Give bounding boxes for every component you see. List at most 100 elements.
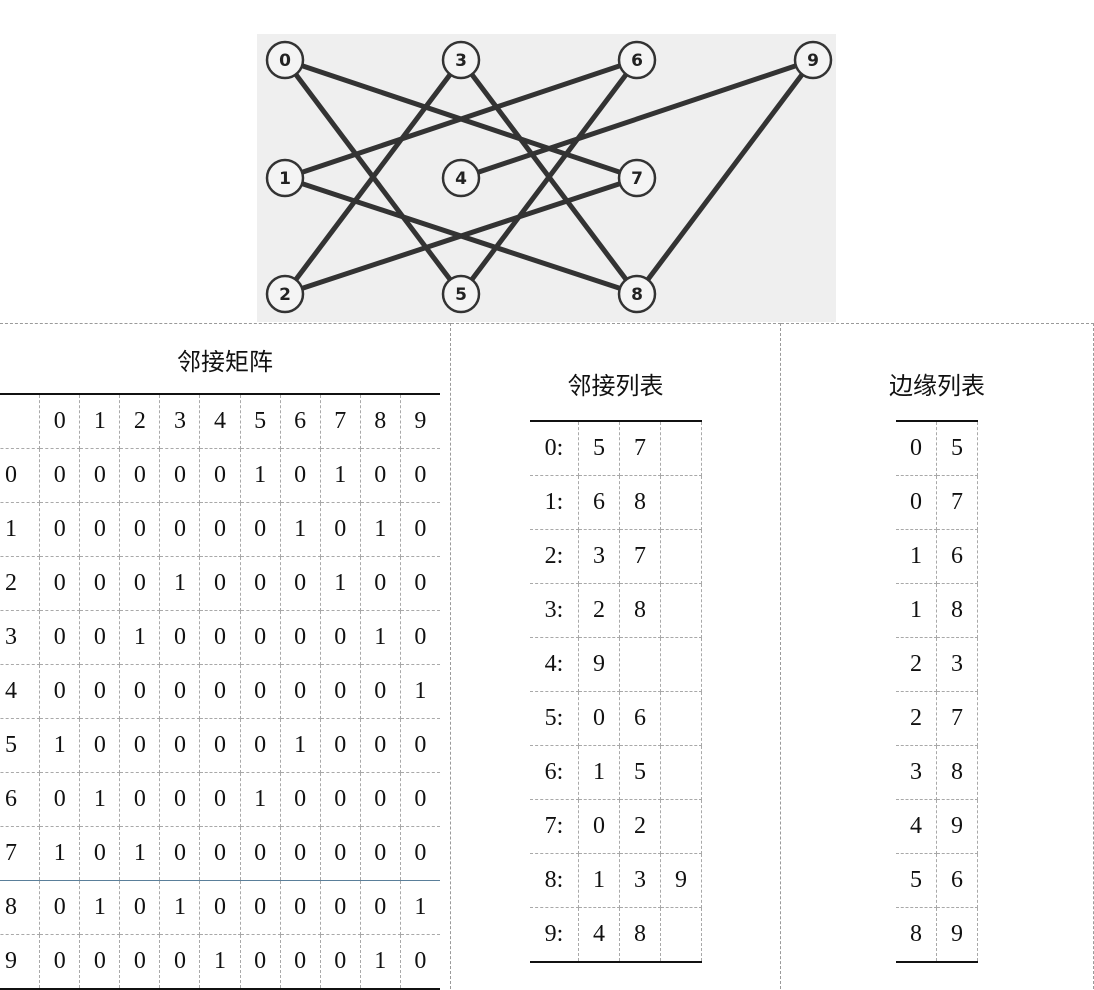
- matrix-cell: 1: [39, 718, 81, 773]
- matrix-cell: 0: [239, 826, 281, 881]
- matrix-cell: 0: [119, 880, 161, 935]
- matrix-cell: 0: [39, 502, 81, 557]
- matrix-cell: 1: [319, 556, 361, 611]
- matrix-cell: 0: [399, 556, 440, 611]
- matrix-cell: 1: [239, 772, 281, 827]
- edge-list-source: 0: [896, 420, 937, 476]
- matrix-cell: 0: [239, 664, 281, 719]
- edge-list-target: 8: [936, 745, 978, 800]
- graph-edge-2-7: [284, 175, 638, 297]
- adjacency-list-neighbor: 1: [578, 745, 620, 800]
- matrix-cell: 0: [239, 880, 281, 935]
- adjacency-list-title: 邻接列表: [567, 372, 664, 400]
- matrix-corner-cell: [0, 394, 41, 449]
- graph-node-circle: [265, 40, 305, 80]
- matrix-cell: 1: [199, 934, 241, 990]
- matrix-cell: 0: [399, 502, 440, 557]
- graph-edge-2-3: [283, 58, 463, 296]
- edge-list-source: 0: [896, 475, 937, 530]
- matrix-cell: 0: [399, 826, 440, 881]
- matrix-column-header: 5: [239, 394, 281, 449]
- matrix-cell: 0: [239, 502, 281, 557]
- matrix-cell: 0: [119, 664, 161, 719]
- matrix-cell: 0: [119, 772, 161, 827]
- graph-edge-4-9: [460, 57, 814, 181]
- adjacency-list-vertex: 1:: [530, 475, 579, 530]
- graph-edge-8-9: [635, 58, 815, 296]
- graph-node-circle: [617, 40, 657, 80]
- graph-node-circle: [617, 274, 657, 314]
- adjacency-list-neighbor: [660, 691, 702, 746]
- matrix-cell: 0: [199, 610, 241, 665]
- matrix-cell: 1: [359, 934, 401, 990]
- graph-node-label: 9: [807, 51, 819, 71]
- adjacency-list-neighbor: 8: [619, 907, 661, 963]
- matrix-cell: 0: [399, 448, 440, 503]
- adjacency-list-neighbor: [660, 745, 702, 800]
- matrix-cell: 0: [239, 556, 281, 611]
- edge-list-target: 7: [936, 475, 978, 530]
- adjacency-list-vertex: 7:: [530, 799, 579, 854]
- graph-node-label: 8: [631, 285, 643, 305]
- adjacency-list-neighbor: [660, 420, 702, 476]
- adjacency-list-neighbor: [660, 637, 702, 692]
- matrix-cell: 1: [239, 448, 281, 503]
- matrix-cell: 1: [39, 826, 81, 881]
- matrix-cell: 0: [319, 772, 361, 827]
- matrix-cell: 0: [239, 610, 281, 665]
- matrix-cell: 0: [359, 772, 401, 827]
- matrix-cell: 0: [359, 448, 401, 503]
- graph-node-circle: [265, 158, 305, 198]
- adjacency-list-neighbor: [660, 799, 702, 854]
- graph-node-label: 3: [455, 51, 467, 71]
- graph-node-4: 4: [441, 158, 481, 198]
- matrix-column-header: 8: [359, 394, 401, 449]
- matrix-cell: 1: [79, 772, 121, 827]
- matrix-cell: 1: [359, 502, 401, 557]
- graph-node-label: 4: [455, 169, 467, 189]
- adjacency-list-vertex: 6:: [530, 745, 579, 800]
- graph-node-9: 9: [793, 40, 833, 80]
- adjacency-list-neighbor: [619, 637, 661, 692]
- matrix-cell: 1: [79, 880, 121, 935]
- adjacency-list-neighbor: 1: [578, 853, 620, 908]
- matrix-column-header: 1: [79, 394, 121, 449]
- edge-list-target: 8: [936, 583, 978, 638]
- graph-node-5: 5: [441, 274, 481, 314]
- matrix-cell: 0: [359, 556, 401, 611]
- matrix-cell: 1: [159, 556, 201, 611]
- graph-node-label: 0: [279, 51, 291, 71]
- matrix-cell: 0: [39, 772, 81, 827]
- matrix-cell: 0: [199, 556, 241, 611]
- matrix-cell: 0: [79, 502, 121, 557]
- matrix-cell: 0: [159, 826, 201, 881]
- matrix-cell: 0: [359, 664, 401, 719]
- matrix-cell: 0: [279, 664, 321, 719]
- adjacency-list-neighbor: 9: [578, 637, 620, 692]
- matrix-cell: 0: [79, 556, 121, 611]
- graph-node-6: 6: [617, 40, 657, 80]
- matrix-cell: 1: [359, 610, 401, 665]
- edge-list-source: 4: [896, 799, 937, 854]
- matrix-cell: 0: [39, 880, 81, 935]
- matrix-cell: 0: [199, 502, 241, 557]
- adjacency-list-neighbor: [660, 475, 702, 530]
- matrix-cell: 0: [79, 718, 121, 773]
- adjacency-list-neighbor: [660, 907, 702, 963]
- matrix-cell: 1: [159, 880, 201, 935]
